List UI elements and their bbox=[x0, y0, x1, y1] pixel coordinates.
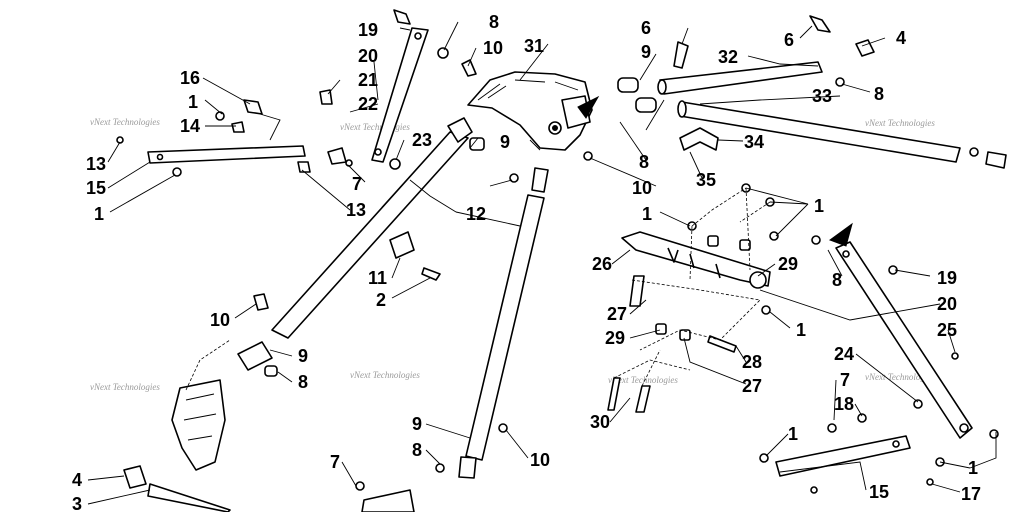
callout-label: 1 bbox=[94, 204, 104, 224]
watermark: vNext Technologies bbox=[340, 122, 410, 132]
callout-label: 8 bbox=[298, 372, 308, 392]
callout-label: 35 bbox=[696, 170, 716, 190]
callout-label: 19 bbox=[937, 268, 957, 288]
callout-label: 12 bbox=[466, 204, 486, 224]
callout-label: 10 bbox=[483, 38, 503, 58]
callout-label: 9 bbox=[298, 346, 308, 366]
callout-label: 7 bbox=[352, 174, 362, 194]
callout-label: 16 bbox=[180, 68, 200, 88]
left-bracket bbox=[147, 145, 306, 164]
callout-label: 29 bbox=[605, 328, 625, 348]
callout-label: 15 bbox=[869, 482, 889, 502]
callout-label: 22 bbox=[358, 94, 378, 114]
callout-label: 9 bbox=[641, 42, 651, 62]
callout-label: 29 bbox=[778, 254, 798, 274]
callout-label: 2 bbox=[376, 290, 386, 310]
callout-label: 23 bbox=[412, 130, 432, 150]
callout-label: 8 bbox=[489, 12, 499, 32]
callout-label: 21 bbox=[358, 70, 378, 90]
callout-label: 13 bbox=[346, 200, 366, 220]
lower-bracket bbox=[171, 379, 226, 471]
callout-label: 7 bbox=[330, 452, 340, 472]
callout-label: 17 bbox=[961, 484, 981, 504]
callout-label: 15 bbox=[86, 178, 106, 198]
callout-label: 9 bbox=[412, 414, 422, 434]
callout-label: 18 bbox=[834, 394, 854, 414]
watermark: vNext Technologies bbox=[350, 370, 420, 380]
callout-label: 27 bbox=[742, 376, 762, 396]
leader-lines bbox=[87, 21, 997, 505]
callout-label: 8 bbox=[874, 84, 884, 104]
callout-label: 1 bbox=[796, 320, 806, 340]
arrow-indicator bbox=[577, 95, 600, 119]
callout-label: 7 bbox=[840, 370, 850, 390]
pitman-arm bbox=[621, 231, 771, 287]
callout-label: 1 bbox=[642, 204, 652, 224]
tube-33 bbox=[679, 101, 961, 163]
watermark: vNext Technologies bbox=[608, 375, 678, 385]
callout-label: 10 bbox=[530, 450, 550, 470]
callout-label: 6 bbox=[784, 30, 794, 50]
tube-32 bbox=[659, 61, 823, 95]
link-20-top bbox=[371, 27, 429, 163]
callout-label: 1 bbox=[788, 424, 798, 444]
callout-label: 20 bbox=[358, 46, 378, 66]
callout-label: 30 bbox=[590, 412, 610, 432]
callout-label: 34 bbox=[744, 132, 764, 152]
callout-label: 9 bbox=[500, 132, 510, 152]
clamp-34 bbox=[679, 127, 719, 151]
callout-label: 27 bbox=[607, 304, 627, 324]
watermark: vNext Technologies bbox=[90, 117, 160, 127]
callout-label: 6 bbox=[641, 18, 651, 38]
callout-label: 8 bbox=[832, 270, 842, 290]
callout-label: 24 bbox=[834, 344, 854, 364]
callout-label: 1 bbox=[814, 196, 824, 216]
callout-label: 8 bbox=[639, 152, 649, 172]
callout-label: 8 bbox=[412, 440, 422, 460]
callout-label: 31 bbox=[524, 36, 544, 56]
callout-label: 10 bbox=[210, 310, 230, 330]
callouts: 19 8 10 6 4 31 9 32 6 16 20 21 1 22 14 3… bbox=[72, 12, 981, 512]
callout-label: 14 bbox=[180, 116, 200, 136]
watermark: vNext Technologies bbox=[90, 382, 160, 392]
callout-label: 32 bbox=[718, 47, 738, 67]
callout-label: 26 bbox=[592, 254, 612, 274]
callout-label: 33 bbox=[812, 86, 832, 106]
watermark: vNext Technologies bbox=[865, 118, 935, 128]
callout-label: 20 bbox=[937, 294, 957, 314]
watermarks: vNext Technologies vNext Technologies vN… bbox=[90, 117, 935, 392]
callout-label: 19 bbox=[358, 20, 378, 40]
assembly-lines bbox=[185, 187, 771, 391]
callout-label: 13 bbox=[86, 154, 106, 174]
callout-label: 25 bbox=[937, 320, 957, 340]
callout-label: 1 bbox=[968, 458, 978, 478]
callout-label: 28 bbox=[742, 352, 762, 372]
fasteners bbox=[116, 9, 999, 494]
callout-label: 1 bbox=[188, 92, 198, 112]
callout-label: 4 bbox=[72, 470, 82, 490]
callout-label: 11 bbox=[368, 268, 387, 288]
parts bbox=[123, 27, 1007, 512]
vertical-shaft bbox=[465, 194, 545, 461]
watermark: vNext Technologies bbox=[865, 372, 935, 382]
callout-label: 4 bbox=[896, 28, 906, 48]
right-bracket bbox=[775, 435, 911, 477]
callout-label: 10 bbox=[632, 178, 652, 198]
callout-label: 3 bbox=[72, 494, 82, 512]
